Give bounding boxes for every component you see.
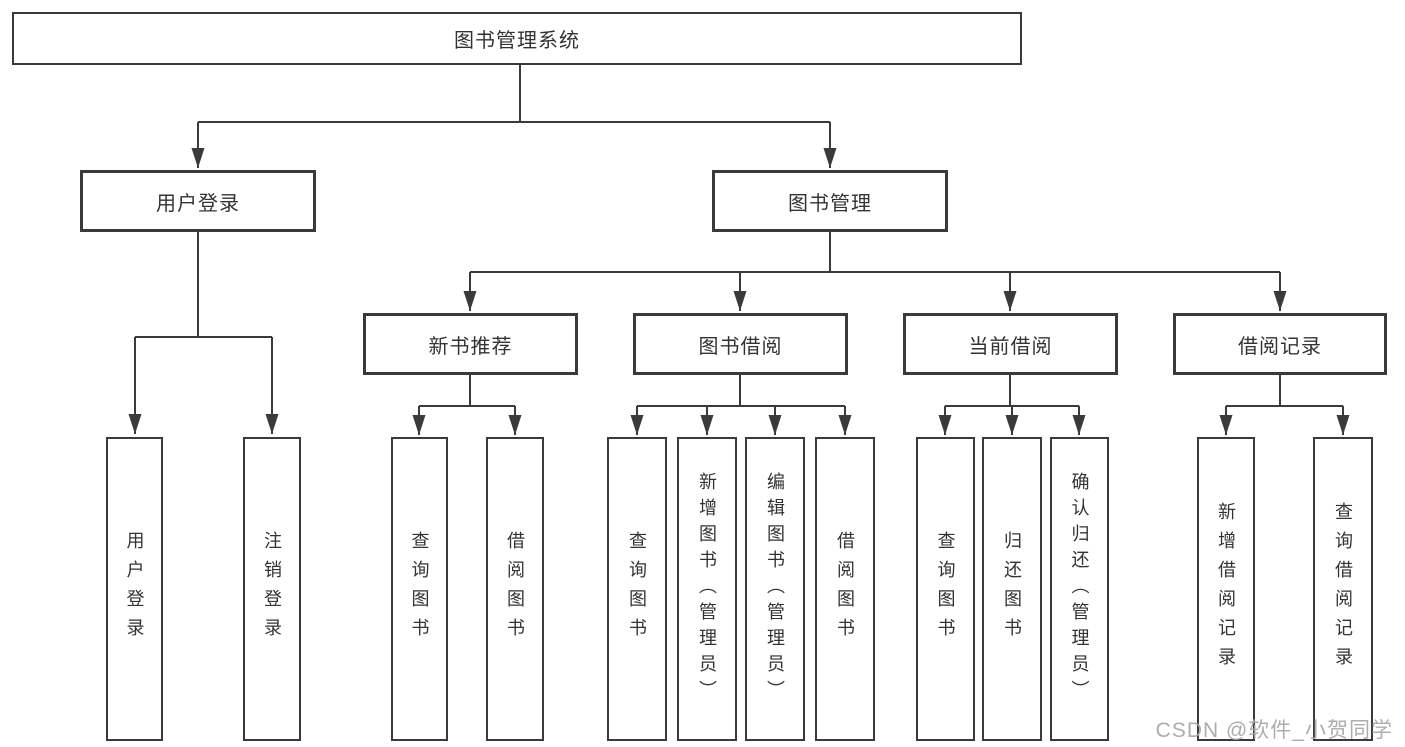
leaf-user-login: 用户登录: [106, 437, 163, 741]
leaf-logout: 注销登录: [243, 437, 301, 741]
node-borrowing-records: 借阅记录: [1173, 313, 1387, 375]
leaf-borrow-books-borrowing: 借阅图书: [815, 437, 875, 741]
leaf-edit-book-admin: 编辑图书（管理员）: [745, 437, 805, 741]
node-book-management-label: 图书管理: [788, 192, 872, 215]
leaf-add-book-admin: 新增图书（管理员）: [677, 437, 737, 741]
node-user-login: 用户登录: [80, 170, 316, 232]
node-current-borrowing: 当前借阅: [903, 313, 1118, 375]
leaf-query-books-borrowing: 查询图书: [607, 437, 667, 741]
leaf-query-borrow-record: 查询借阅记录: [1313, 437, 1373, 741]
node-new-book-recommend-label: 新书推荐: [428, 335, 513, 358]
connector-arrows: [128, 122, 1350, 435]
leaf-query-books-recommend: 查询图书: [391, 437, 448, 741]
node-root: 图书管理系统: [12, 12, 1022, 65]
leaf-return-book: 归还图书: [982, 437, 1042, 741]
node-book-management: 图书管理: [712, 170, 948, 232]
leaf-query-books-current: 查询图书: [916, 437, 975, 741]
node-borrowing-records-label: 借阅记录: [1238, 335, 1322, 358]
connector-bars: [135, 65, 1343, 407]
leaf-add-borrow-record: 新增借阅记录: [1197, 437, 1255, 741]
node-book-borrowing: 图书借阅: [633, 313, 848, 375]
watermark: CSDN @软件_小贺同学: [1155, 719, 1393, 742]
leaf-borrow-books-recommend: 借阅图书: [486, 437, 544, 741]
node-book-borrowing-label: 图书借阅: [698, 335, 783, 358]
node-current-borrowing-label: 当前借阅: [968, 335, 1053, 358]
node-root-label: 图书管理系统: [454, 30, 580, 52]
node-user-login-label: 用户登录: [156, 192, 240, 215]
node-new-book-recommend: 新书推荐: [363, 313, 578, 375]
leaf-confirm-return-admin: 确认归还（管理员）: [1050, 437, 1109, 741]
